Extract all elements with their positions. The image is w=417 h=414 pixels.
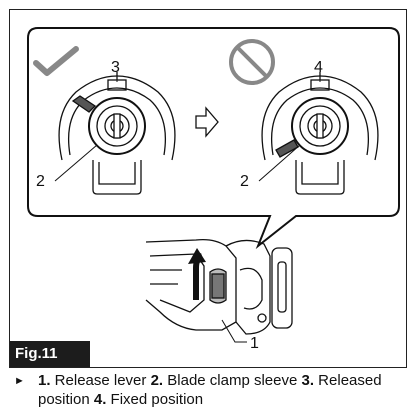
figure-label: Fig.11 — [10, 341, 90, 367]
callout-bubble — [27, 27, 400, 250]
saw-body — [145, 238, 293, 335]
caption-num: 4. — [93, 391, 107, 408]
callout-right-top: 4 — [314, 59, 323, 76]
checkmark-icon — [33, 46, 79, 76]
figure-frame — [9, 9, 407, 368]
caption-item: Release lever — [50, 372, 151, 389]
caption-item: Released position — [38, 372, 382, 408]
tool-head-left — [58, 72, 176, 195]
callout-right-side: 2 — [240, 173, 249, 190]
prohibited-icon — [229, 39, 275, 85]
bullet-arrow-icon: ► — [14, 375, 25, 387]
caption-num: 3. — [301, 372, 315, 389]
caption-item: Blade clamp sleeve — [163, 372, 302, 389]
callout-left-top: 3 — [111, 59, 120, 76]
caption: ► 1. Release lever 2. Blade clamp sleeve… — [14, 371, 412, 409]
caption-text: 1. Release lever 2. Blade clamp sleeve 3… — [38, 371, 412, 409]
callout-bottom: 1 — [250, 335, 259, 352]
rotate-arrow-icon — [188, 248, 206, 300]
caption-num: 2. — [150, 372, 164, 389]
callout-left-side: 2 — [36, 173, 45, 190]
arrow-right-icon — [195, 106, 219, 138]
caption-num: 1. — [38, 372, 51, 389]
caption-item: Fixed position — [106, 391, 204, 408]
